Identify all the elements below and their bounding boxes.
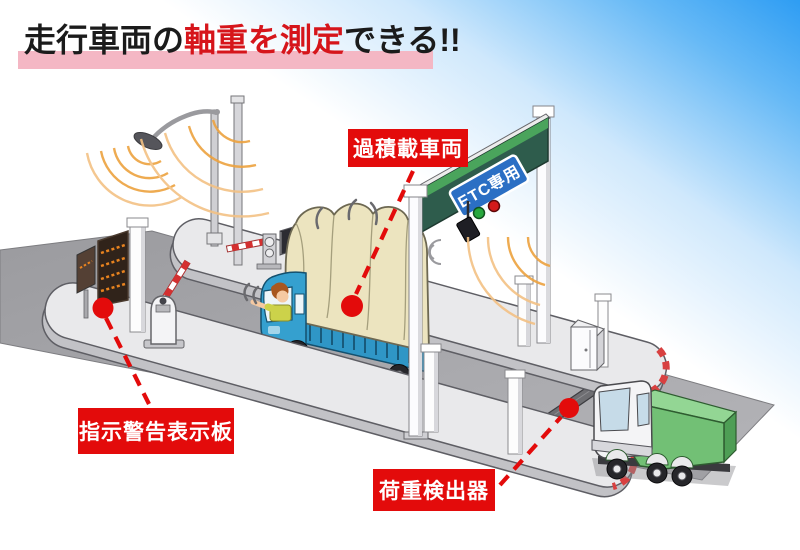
label-warning-display-board: 指示警告表示板 [78,408,234,454]
gantry-left-post [403,184,429,440]
surprise-marks [243,198,379,305]
marker-dot-overloaded-truck [341,295,363,317]
annotation-line-display [104,317,151,405]
gantry-red-light [487,199,501,213]
marker-dot-load-detector [559,398,579,418]
label-overloaded-vehicle: 過積載車両 [348,129,468,167]
street-lamp [133,109,223,247]
warning-display-boards [76,229,129,319]
annotation-line-detector [498,415,563,487]
etc-gantry: ETC専用 [408,113,551,265]
island-pole [420,343,442,433]
lower-toll-island [41,282,638,498]
title-part2-red: 軸重を測定 [184,22,345,58]
gantry-green-light [472,206,486,220]
equipment-cabinet [570,319,605,372]
radio-wave-arcs [85,119,270,218]
etc-antenna [456,216,481,243]
annotation-line-overload [354,170,415,295]
island-pole [504,369,526,455]
radio-wave-arcs-gantry [466,236,551,326]
label-load-detector: 荷重検出器 [373,469,495,511]
upper-barrier-gate [225,233,282,270]
island-pole [126,217,149,333]
annotation-overlay [92,170,579,487]
marker-dot-display-board [92,297,114,319]
island-pole [514,275,534,347]
green-truck-wheels [606,458,693,487]
title-part1: 走行車両の [24,22,185,58]
title-part3: できる!! [344,22,461,58]
lamp-head [133,131,163,151]
green-truck [591,380,738,487]
etc-sign: ETC専用 [448,154,530,218]
led-display-board [97,229,129,307]
gantry-right-post [532,105,555,344]
antenna-pole [230,95,245,266]
page-title: 走行車両の軸重を測定できる!! [18,22,461,69]
barrier-gate-machine [143,259,191,349]
